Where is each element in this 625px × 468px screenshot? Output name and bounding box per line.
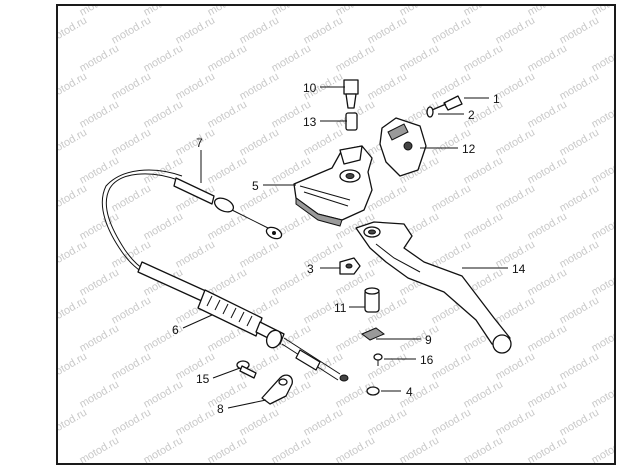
callout-16: 16 [420,353,434,367]
callout-11: 11 [334,301,347,315]
part-3-nut [339,257,361,275]
leader-lines [182,86,508,409]
part-6-lower-cable [137,261,349,382]
part-1-screw [431,95,463,111]
part-9-spring-plate [361,327,385,341]
callout-6: 6 [172,323,179,337]
callout-15: 15 [196,372,210,386]
part-12-clamp [379,117,427,177]
part-2-washer [426,106,434,118]
part-5-bracket [293,145,373,227]
callout-3: 3 [307,262,314,276]
callout-10: 10 [303,81,317,95]
callout-13: 13 [303,115,317,129]
callout-1: 1 [493,92,500,106]
part-10-bolt [343,79,359,109]
callout-4: 4 [406,385,413,399]
callout-9: 9 [425,333,432,347]
part-15-bolt [236,360,257,379]
callout-14: 14 [512,262,526,276]
callout-5: 5 [252,179,259,193]
callout-2: 2 [468,108,475,122]
part-7-upper-cable [101,169,283,273]
callout-12: 12 [462,142,476,156]
part-13-sleeve [345,112,358,131]
part-11-bushing [364,287,380,313]
callout-7: 7 [196,136,203,150]
part-8-clamp [261,374,293,405]
callout-8: 8 [217,402,224,416]
part-16-screw [373,353,383,366]
part-14-lever [355,221,512,354]
part-4-o-ring [366,386,380,396]
callout-labels: 1 2 3 4 5 6 7 8 9 10 11 12 13 14 15 16 [172,81,526,416]
